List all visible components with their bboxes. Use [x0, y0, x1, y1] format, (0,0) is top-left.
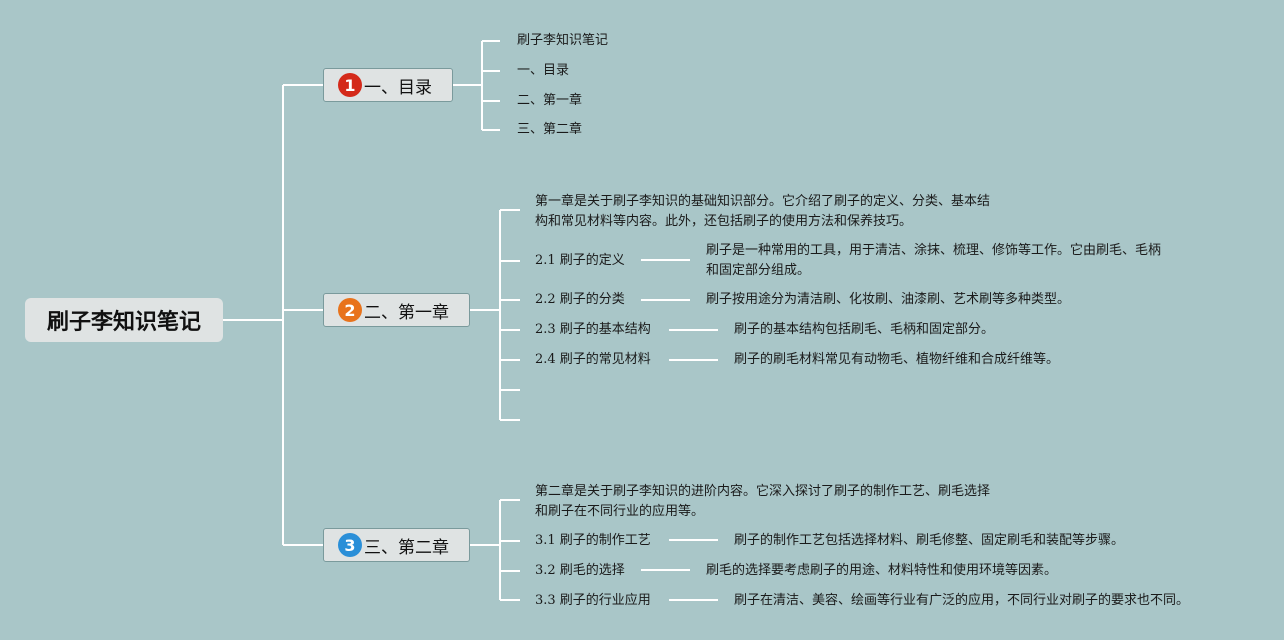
- detail-2-3[interactable]: 刷子的基本结构包括刷毛、毛柄和固定部分。: [734, 322, 995, 337]
- intro-line: 第一章是关于刷子李知识的基础知识部分。它介绍了刷子的定义、分类、基本结: [535, 194, 991, 209]
- detail-2-1[interactable]: 刷子是一种常用的工具，用于清洁、涂抹、梳理、修饰等工作。它由刷毛、毛柄 和固定部…: [706, 241, 1161, 281]
- intro-line: 和刷子在不同行业的应用等。: [535, 504, 705, 519]
- detail-line: 刷子是一种常用的工具，用于清洁、涂抹、梳理、修饰等工作。它由刷毛、毛柄: [706, 243, 1162, 258]
- subtopic-2-3[interactable]: 2.3 刷子的基本结构: [535, 322, 651, 337]
- branch-topic-label: 二、第一章: [364, 302, 449, 323]
- branch-topic-3[interactable]: 3 三、第二章: [323, 528, 470, 562]
- chapter-2-intro[interactable]: 第二章是关于刷子李知识的进阶内容。它深入探讨了刷子的制作工艺、刷毛选择 和刷子在…: [535, 482, 990, 522]
- detail-3-3[interactable]: 刷子在清洁、美容、绘画等行业有广泛的应用，不同行业对刷子的要求也不同。: [734, 593, 1190, 608]
- number-1-icon: 1: [338, 73, 362, 97]
- branch-topic-label: 一、目录: [364, 77, 432, 98]
- branch-topic-label: 三、第二章: [364, 537, 449, 558]
- branch-topic-2[interactable]: 2 二、第一章: [323, 293, 470, 327]
- subtopic-2-4[interactable]: 2.4 刷子的常见材料: [535, 352, 651, 367]
- detail-2-2[interactable]: 刷子按用途分为清洁刷、化妆刷、油漆刷、艺术刷等多种类型。: [706, 292, 1071, 307]
- intro-line: 构和常见材料等内容。此外，还包括刷子的使用方法和保养技巧。: [535, 214, 913, 229]
- subtopic-2-2[interactable]: 2.2 刷子的分类: [535, 292, 625, 307]
- intro-line: 第二章是关于刷子李知识的进阶内容。它深入探讨了刷子的制作工艺、刷毛选择: [535, 484, 991, 499]
- root-topic[interactable]: 刷子李知识笔记: [25, 298, 223, 342]
- subtopic-toc-item[interactable]: 一、目录: [517, 63, 570, 78]
- detail-2-4[interactable]: 刷子的刷毛材料常见有动物毛、植物纤维和合成纤维等。: [734, 352, 1060, 367]
- subtopic-toc-item[interactable]: 刷子李知识笔记: [517, 33, 609, 48]
- number-3-icon: 3: [338, 533, 362, 557]
- subtopic-3-3[interactable]: 3.3 刷子的行业应用: [535, 593, 651, 608]
- branch-topic-1[interactable]: 1 一、目录: [323, 68, 453, 102]
- subtopic-3-2[interactable]: 3.2 刷毛的选择: [535, 563, 625, 578]
- detail-3-1[interactable]: 刷子的制作工艺包括选择材料、刷毛修整、固定刷毛和装配等步骤。: [734, 533, 1125, 548]
- detail-3-2[interactable]: 刷毛的选择要考虑刷子的用途、材料特性和使用环境等因素。: [706, 563, 1058, 578]
- chapter-1-intro[interactable]: 第一章是关于刷子李知识的基础知识部分。它介绍了刷子的定义、分类、基本结 构和常见…: [535, 192, 990, 232]
- subtopic-2-1[interactable]: 2.1 刷子的定义: [535, 253, 625, 268]
- detail-line: 和固定部分组成。: [706, 263, 811, 278]
- subtopic-toc-item[interactable]: 三、第二章: [517, 122, 583, 137]
- subtopic-toc-item[interactable]: 二、第一章: [517, 93, 583, 108]
- subtopic-3-1[interactable]: 3.1 刷子的制作工艺: [535, 533, 651, 548]
- number-2-icon: 2: [338, 298, 362, 322]
